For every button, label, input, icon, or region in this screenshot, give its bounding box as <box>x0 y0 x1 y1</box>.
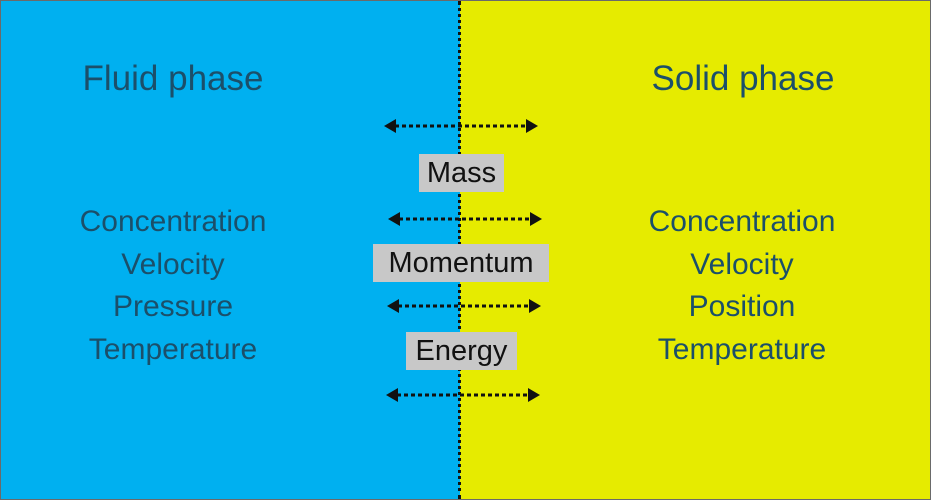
fluid-property-pressure: Pressure <box>112 290 234 323</box>
exchange-arrow-1 <box>384 119 538 133</box>
exchange-arrow-3 <box>387 299 541 313</box>
fluid-property-concentration: Concentration <box>79 205 267 238</box>
fluid-property-list: Concentration Velocity Pressure Temperat… <box>13 201 333 371</box>
solid-property-temperature: Temperature <box>657 332 827 366</box>
fluid-property-velocity: Velocity <box>121 247 225 281</box>
fluid-phase-title: Fluid phase <box>82 59 264 98</box>
exchange-arrow-2 <box>388 212 542 226</box>
fluid-property-temperature: Temperature <box>88 332 258 366</box>
solid-property-position: Position <box>688 290 796 323</box>
exchange-label-momentum: Momentum <box>373 244 549 282</box>
solid-property-concentration: Concentration <box>648 205 836 238</box>
solid-property-velocity: Velocity <box>690 247 794 281</box>
solid-phase-title: Solid phase <box>651 59 835 98</box>
exchange-label-energy: Energy <box>406 332 517 370</box>
exchange-arrow-4 <box>386 388 540 402</box>
exchange-label-mass: Mass <box>419 154 504 192</box>
solid-property-list: Concentration Velocity Position Temperat… <box>582 201 902 371</box>
